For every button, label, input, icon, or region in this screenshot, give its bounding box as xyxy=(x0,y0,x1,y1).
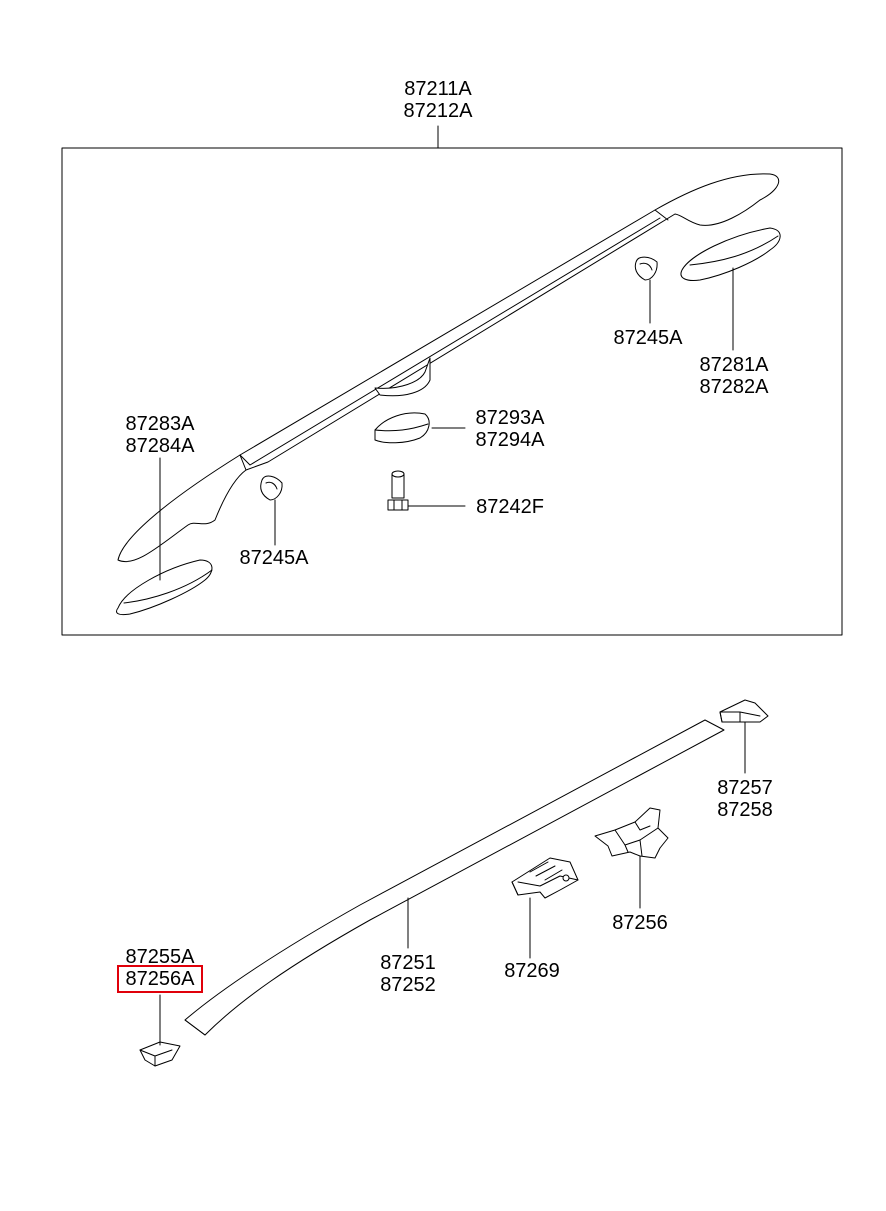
label-center-cover: 87293A 87294A xyxy=(470,407,550,451)
label-front-cap-small-line1: 87255A xyxy=(125,946,195,968)
label-moulding-line2: 87252 xyxy=(380,974,436,996)
label-end-cap-front-line2: 87284A xyxy=(125,435,195,457)
label-moulding-line1: 87251 xyxy=(380,952,436,974)
front-cap-small[interactable] xyxy=(139,994,181,1067)
clip-269[interactable] xyxy=(511,857,579,959)
label-clip-rear: 87245A xyxy=(608,327,688,349)
label-rear-cap-small-line1: 87257 xyxy=(717,777,773,799)
label-bracket-256-line1: 87256 xyxy=(612,912,668,934)
label-moulding: 87251 87252 xyxy=(368,952,448,996)
label-rail-assembly-line1: 87211A xyxy=(404,78,472,100)
label-end-cap-rear-line1: 87281A xyxy=(699,354,769,376)
clip-rear[interactable] xyxy=(634,256,658,324)
label-center-cover-line2: 87294A xyxy=(475,429,545,451)
label-front-cap-small: 87255A 87256A xyxy=(117,946,203,993)
label-rear-cap-small-line2: 87258 xyxy=(717,799,773,821)
label-end-cap-front-line1: 87283A xyxy=(125,413,195,435)
label-clip-269-line1: 87269 xyxy=(504,960,560,982)
label-bolt: 87242F xyxy=(470,496,550,518)
label-clip-rear-line1: 87245A xyxy=(613,327,683,349)
center-cover[interactable] xyxy=(374,412,466,444)
label-bracket-256: 87256 xyxy=(600,912,680,934)
end-cap-rear[interactable] xyxy=(680,227,781,351)
label-clip-front: 87245A xyxy=(234,547,314,569)
roof-rail[interactable] xyxy=(117,173,780,563)
clip-front[interactable] xyxy=(260,475,283,546)
label-clip-269: 87269 xyxy=(492,960,572,982)
moulding-strip[interactable] xyxy=(184,719,725,1036)
label-rear-cap-small: 87257 87258 xyxy=(705,777,785,821)
label-rail-assembly-line2: 87212A xyxy=(403,100,473,122)
label-end-cap-rear: 87281A 87282A xyxy=(694,354,774,398)
label-clip-front-line1: 87245A xyxy=(239,547,309,569)
bolt[interactable] xyxy=(387,470,466,511)
assembly-frame xyxy=(61,147,843,636)
label-rail-assembly: 87211A 87212A xyxy=(398,78,478,122)
end-cap-front[interactable] xyxy=(116,457,213,616)
label-center-cover-line1: 87293A xyxy=(475,407,545,429)
bracket-256[interactable] xyxy=(594,807,669,909)
label-bolt-line1: 87242F xyxy=(476,496,544,518)
label-front-cap-small-line2[interactable]: 87256A xyxy=(117,965,203,993)
label-end-cap-front: 87283A 87284A xyxy=(120,413,200,457)
label-end-cap-rear-line2: 87282A xyxy=(699,376,769,398)
rear-cap-small[interactable] xyxy=(719,699,769,774)
